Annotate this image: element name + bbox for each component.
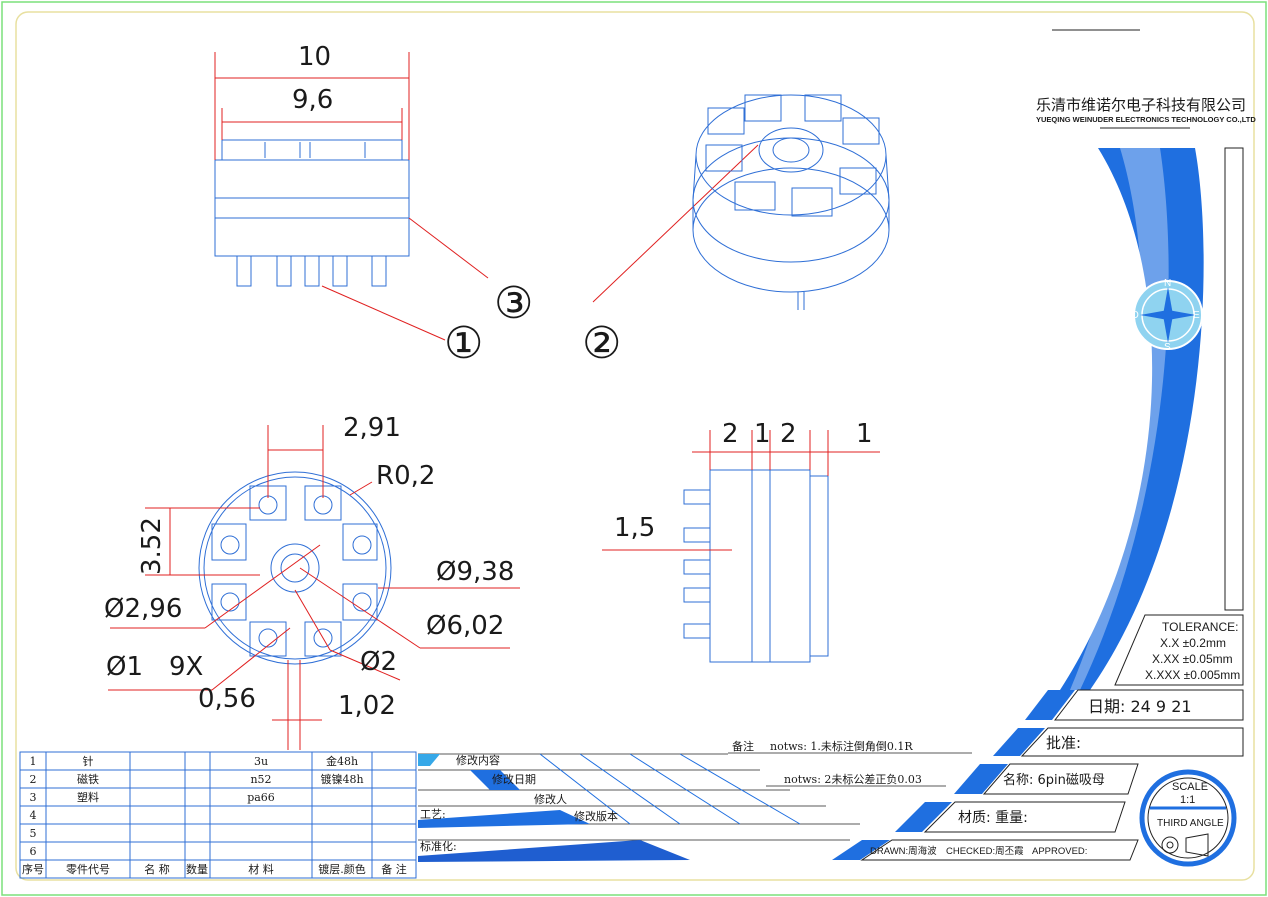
scale-badge: SCALE 1:1 THIRD ANGLE bbox=[1139, 769, 1237, 867]
bom-cell: pa66 bbox=[247, 791, 275, 804]
dim-d1-9x: Ø1 9X bbox=[106, 652, 203, 682]
dim-side-2a: 2 bbox=[722, 419, 739, 449]
balloon-3: ③ bbox=[494, 278, 533, 329]
bom-header: 材 料 bbox=[248, 862, 274, 876]
bom-cell: 6 bbox=[30, 845, 37, 858]
bom-cell: 2 bbox=[30, 773, 37, 786]
tolerance-l2: X.XX ±0.05mm bbox=[1152, 652, 1233, 666]
dim-side-1b: 1 bbox=[856, 419, 873, 449]
dim-d9-38: Ø9,38 bbox=[436, 557, 514, 587]
dim-0-56: 0,56 bbox=[198, 684, 256, 714]
inner-border bbox=[15, 11, 1255, 881]
projection-icon bbox=[1161, 833, 1209, 857]
side-view bbox=[683, 469, 829, 663]
bom-cell: 磁铁 bbox=[77, 773, 99, 786]
rev-person: 修改人 bbox=[534, 792, 567, 806]
dim-1-02: 1,02 bbox=[338, 691, 396, 721]
note-2: notws: 2未标公差正负0.03 bbox=[784, 772, 922, 786]
date-row: 日期: 24 9 21 bbox=[1025, 689, 1244, 721]
top-dims bbox=[108, 425, 520, 750]
bom-cell: n52 bbox=[250, 773, 271, 786]
bom-grid bbox=[19, 751, 417, 879]
part-name: 名称: 6pin磁吸母 bbox=[1003, 772, 1105, 788]
iso-view bbox=[692, 94, 890, 310]
bom-cell: 3u bbox=[254, 755, 268, 768]
bom-cell: 金48h bbox=[326, 754, 358, 768]
bom-cell: 3 bbox=[30, 791, 37, 804]
bom-header: 数量 bbox=[186, 863, 208, 876]
bom-cell: 1 bbox=[30, 755, 37, 768]
rev-version: 修改版本 bbox=[574, 809, 618, 823]
approve-row: 批准: bbox=[993, 727, 1244, 757]
compass-w: O bbox=[1131, 310, 1139, 321]
name-row: 名称: 6pin磁吸母 bbox=[954, 763, 1139, 795]
bom-header: 名 称 bbox=[144, 862, 170, 876]
revision-block bbox=[418, 753, 860, 862]
dim-side-1-5: 1,5 bbox=[614, 513, 655, 543]
dim-9-6: 9,6 bbox=[292, 85, 333, 115]
approved-by: APPROVED: bbox=[1032, 846, 1087, 857]
rev-process: 工艺: bbox=[420, 808, 446, 821]
top-view bbox=[198, 471, 392, 665]
dim-d6-02: Ø6,02 bbox=[426, 611, 504, 641]
third-angle: THIRD ANGLE bbox=[1157, 818, 1224, 829]
compass-s: S bbox=[1164, 342, 1171, 353]
bom-header: 序号 bbox=[22, 862, 44, 876]
bom-table: 1 针 3u 金48h 2 磁铁 n52 镀镍48h 3 塑料 pa66 4 5 6 序号 零件代号 名 称 数量… bbox=[22, 754, 407, 876]
note-1: notws: 1.未标注倒角倒0.1R bbox=[770, 739, 913, 753]
swoosh-decor bbox=[1060, 147, 1244, 690]
compass-icon: N S E O bbox=[1131, 278, 1203, 353]
dim-2-91: 2,91 bbox=[343, 413, 401, 443]
tolerance-l3: X.XXX ±0.005mm bbox=[1145, 668, 1240, 682]
scale-label: SCALE bbox=[1172, 781, 1208, 793]
rev-standard: 标准化: bbox=[420, 839, 457, 853]
dim-r0-2: R0,2 bbox=[376, 461, 435, 491]
company-name-cn: 乐清市维诺尔电子科技有限公司 bbox=[1036, 96, 1246, 114]
compass-e: E bbox=[1193, 310, 1200, 321]
dim-10: 10 bbox=[298, 42, 331, 72]
front-view bbox=[214, 139, 410, 287]
balloon-1: ① bbox=[444, 318, 483, 369]
company-name-en: YUEQING WEINUDER ELECTRONICS TECHNOLOGY … bbox=[1036, 115, 1256, 124]
material-row: 材质: 重量: bbox=[895, 801, 1126, 833]
bom-cell: 针 bbox=[83, 754, 94, 768]
bom-cell: 4 bbox=[30, 809, 37, 822]
bom-header: 镀层.颜色 bbox=[318, 862, 366, 876]
compass-n: N bbox=[1164, 278, 1171, 289]
tolerance-l1: X.X ±0.2mm bbox=[1160, 636, 1226, 650]
bom-cell: 镀镍48h bbox=[320, 772, 363, 786]
side-dims bbox=[602, 430, 880, 551]
rev-date: 修改日期 bbox=[492, 772, 536, 786]
approve-text: 批准: bbox=[1046, 734, 1081, 752]
signature-row: DRAWN:周海波 CHECKED:周丕霞 APPROVED: bbox=[832, 839, 1139, 861]
dim-d2-96: Ø2,96 bbox=[104, 594, 182, 624]
bom-cell: 塑料 bbox=[77, 790, 99, 804]
dim-side-2b: 2 bbox=[780, 419, 797, 449]
scale-value: 1:1 bbox=[1180, 794, 1195, 806]
tolerance-box: TOLERANCE: X.X ±0.2mm X.XX ±0.05mm X.XXX… bbox=[1114, 614, 1244, 686]
bom-cell: 5 bbox=[30, 827, 37, 840]
front-dims bbox=[214, 52, 759, 341]
date-text: 日期: 24 9 21 bbox=[1088, 697, 1192, 716]
dim-side-1a: 1 bbox=[754, 419, 771, 449]
tolerance-title: TOLERANCE: bbox=[1162, 620, 1238, 634]
material-text: 材质: 重量: bbox=[958, 810, 1028, 826]
checked-by: CHECKED:周丕霞 bbox=[946, 846, 1024, 857]
drawn-by: DRAWN:周海波 bbox=[870, 845, 937, 857]
bom-header: 零件代号 bbox=[66, 863, 110, 876]
bom-header: 备 注 bbox=[381, 862, 407, 876]
dim-3-52: 3.52 bbox=[137, 517, 167, 575]
dim-d2: Ø2 bbox=[360, 647, 397, 677]
balloon-2: ② bbox=[582, 318, 621, 369]
rev-content: 修改内容 bbox=[456, 753, 500, 767]
notes-label: 备注 bbox=[732, 739, 754, 753]
